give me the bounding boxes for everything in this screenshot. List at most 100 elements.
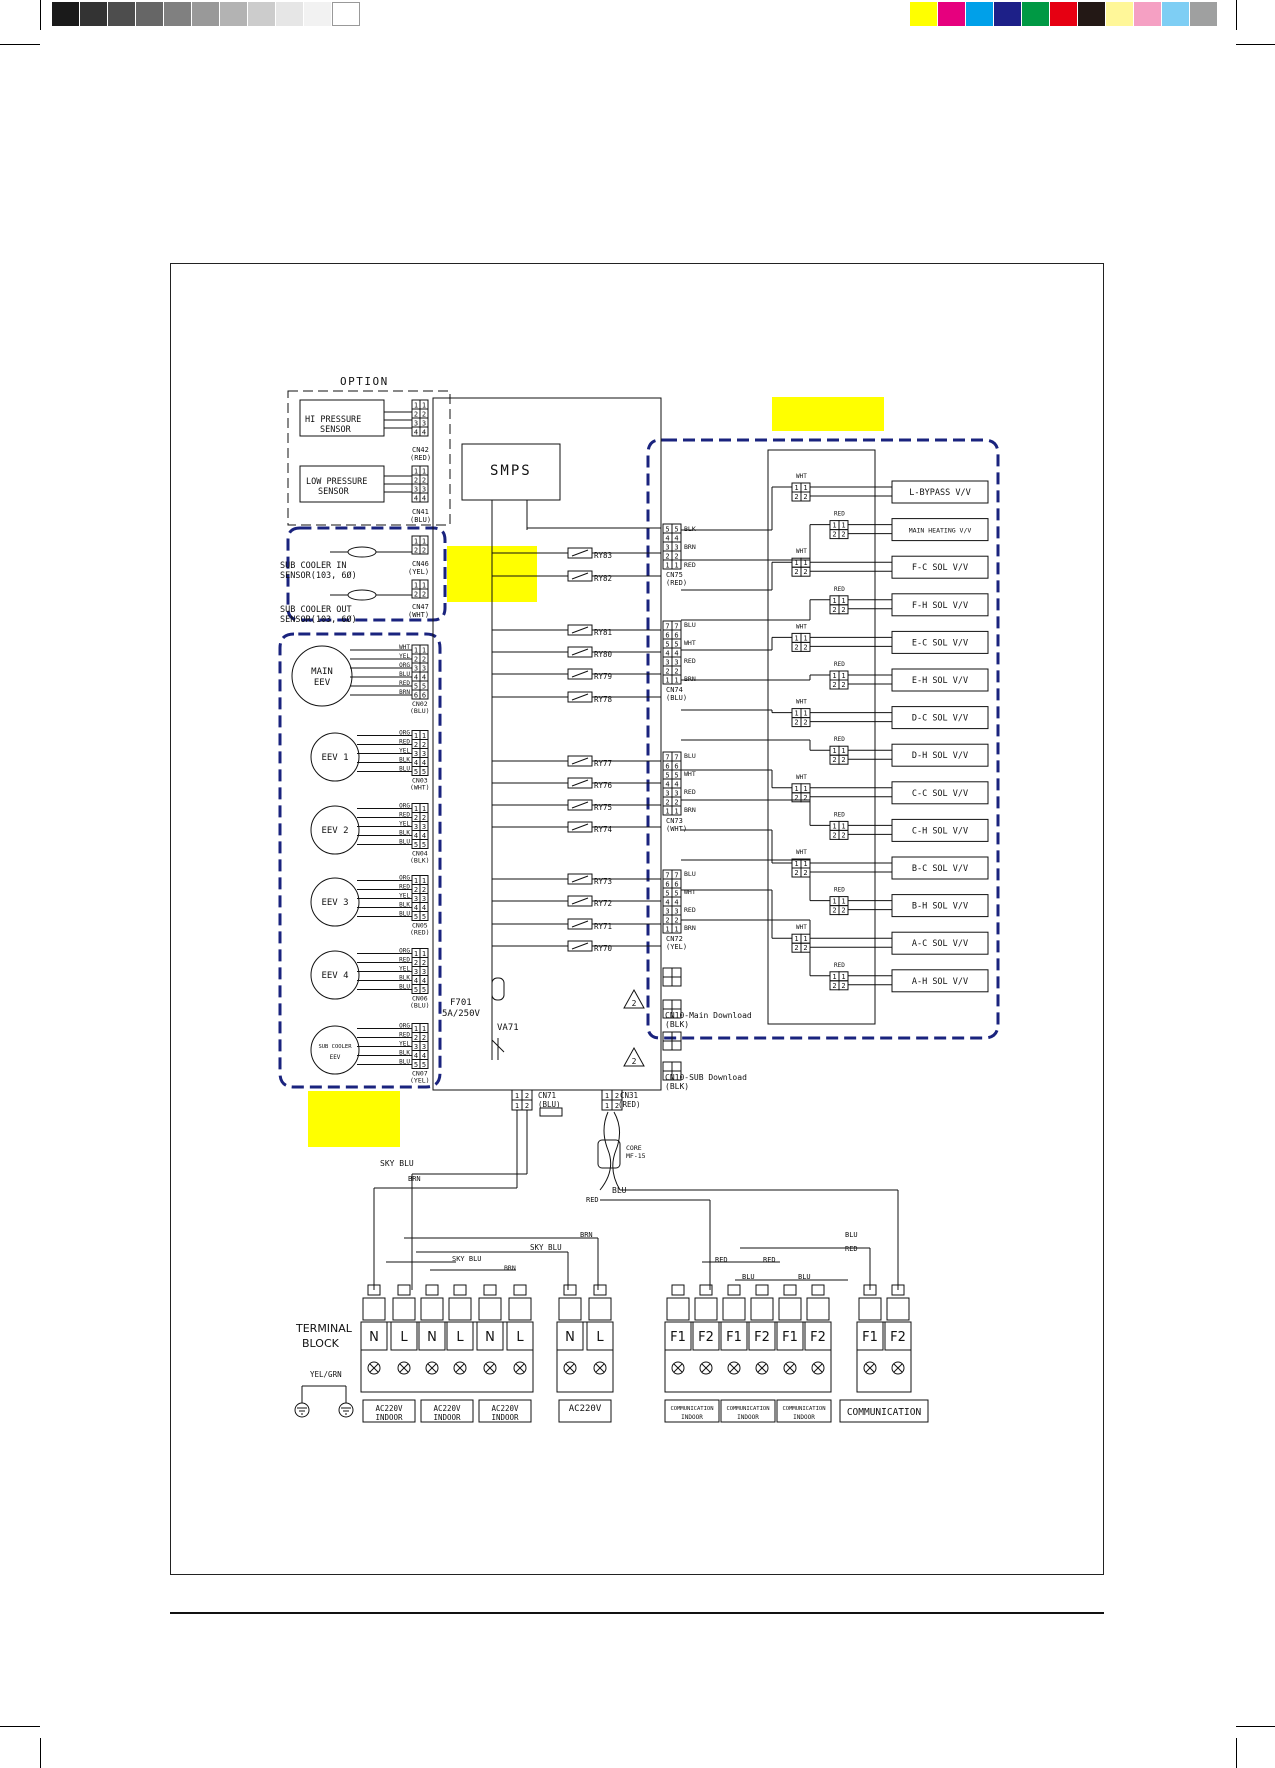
valve-plug-color: WHT xyxy=(796,623,807,630)
eev-name: MAIN xyxy=(311,667,333,677)
wire-color-label: BLU xyxy=(399,766,410,773)
valve-plug-color: WHT xyxy=(796,849,807,856)
valve-plug-color: WHT xyxy=(796,699,807,706)
gray-swatch xyxy=(220,2,248,26)
wire-color-label: YEL xyxy=(399,821,410,828)
screw-slot xyxy=(399,1363,409,1373)
pin-number: 5 xyxy=(422,986,426,994)
eev-name-2: EEV xyxy=(330,1054,341,1061)
smps-block xyxy=(461,443,561,501)
terminal-letter: N xyxy=(485,1330,495,1345)
eev-motor-icon xyxy=(310,1025,360,1075)
wire-color-label: WHT xyxy=(684,888,696,896)
terminal-screw-icon xyxy=(755,1361,769,1375)
pin-number: 1 xyxy=(841,597,845,605)
valve-label-box xyxy=(891,518,989,542)
power-label-2: INDOOR xyxy=(375,1413,403,1422)
terminal-screw-housing xyxy=(666,1297,690,1321)
pin-number: 5 xyxy=(665,772,669,780)
low-pressure-line1: LOW PRESSURE xyxy=(306,477,367,487)
diagram-frame xyxy=(170,263,1104,1575)
pin-number: 2 xyxy=(422,591,426,599)
pin-number: 1 xyxy=(794,710,798,718)
smps-label: SMPS xyxy=(490,463,532,479)
pin-number: 1 xyxy=(605,1102,609,1110)
pin-number: 3 xyxy=(414,486,418,494)
power-label: AC220V xyxy=(433,1404,461,1413)
terminal-screw-housing xyxy=(806,1297,830,1321)
pin-number: 1 xyxy=(832,822,836,830)
pin-number: 5 xyxy=(422,768,426,776)
valve-label: F-C SOL V/V xyxy=(912,563,968,573)
valve-plug-color: RED xyxy=(834,736,845,743)
pin-number: 2 xyxy=(841,831,845,839)
valve-label-box xyxy=(891,894,989,918)
connector-pin xyxy=(419,426,429,437)
terminal-screw-icon xyxy=(425,1361,439,1375)
terminal-group-box xyxy=(856,1321,912,1393)
pin-number: 1 xyxy=(832,747,836,755)
eev-motor-icon xyxy=(310,877,360,927)
pin-number: 5 xyxy=(422,841,426,849)
pin-number: 4 xyxy=(674,650,678,658)
right-connector-name: CN72 xyxy=(666,935,683,943)
relay-label: RY83 xyxy=(594,551,612,560)
pin-number: 4 xyxy=(422,977,426,985)
pin-number: 4 xyxy=(414,904,418,912)
relay-switch xyxy=(571,670,589,678)
pin-number: 3 xyxy=(422,750,426,758)
crop-mark xyxy=(0,44,40,45)
valve-label-box xyxy=(891,706,989,730)
terminal-screw-icon xyxy=(513,1361,527,1375)
terminal-screw-icon xyxy=(863,1361,877,1375)
pin-number: 4 xyxy=(414,832,418,840)
pin-number: 6 xyxy=(414,692,418,700)
pin-number: 3 xyxy=(414,665,418,673)
valve-label-box xyxy=(891,480,989,504)
terminal-lug xyxy=(513,1284,527,1296)
cn71-color: (BLU) xyxy=(538,1100,561,1109)
eev-name: EEV 3 xyxy=(321,898,348,908)
wire-color-label: BLK xyxy=(399,757,410,764)
pin-number: 1 xyxy=(794,935,798,943)
comm-label: COMMUNICATION xyxy=(670,1406,713,1412)
comm-label-2: INDOOR xyxy=(793,1414,815,1421)
pin-number: 5 xyxy=(674,772,678,780)
terminal-screw-icon xyxy=(811,1361,825,1375)
valve-label: E-C SOL V/V xyxy=(912,638,968,648)
eev-connector-label: CN05 xyxy=(412,922,428,930)
terminal-lug xyxy=(593,1284,607,1296)
wire-color-label: RED xyxy=(399,1032,410,1039)
eev-motor-icon xyxy=(310,950,360,1000)
pin-number: 1 xyxy=(422,468,426,476)
terminal-letter: L xyxy=(516,1330,524,1345)
wire-label-brn-2: BRN xyxy=(580,1231,593,1239)
color-swatch xyxy=(1022,2,1050,26)
ferrite-line1: CORE xyxy=(626,1144,642,1152)
wire-color-label: BLU xyxy=(684,621,696,629)
relay-switch xyxy=(571,549,589,557)
terminal-label-box xyxy=(558,1399,612,1423)
pin-number: 4 xyxy=(422,832,426,840)
color-swatch xyxy=(1078,2,1106,26)
pin-number: 6 xyxy=(665,763,669,771)
terminal-group-box xyxy=(360,1321,534,1393)
wire-color-label: WHT xyxy=(684,770,696,778)
terminal-screw-housing xyxy=(588,1297,612,1321)
valve-label: L-BYPASS V/V xyxy=(909,488,970,498)
pin-number: 1 xyxy=(414,468,418,476)
comm-label: COMMUNICATION xyxy=(782,1406,825,1412)
pin-number: 3 xyxy=(665,544,669,552)
pin-number: 3 xyxy=(414,968,418,976)
wire-color-label: BLU xyxy=(399,911,410,918)
connector-pin xyxy=(671,559,682,570)
valve-label-box xyxy=(891,781,989,805)
pin-number: 3 xyxy=(414,823,418,831)
crop-mark xyxy=(40,1738,41,1768)
color-swatch xyxy=(1050,2,1078,26)
gray-swatch xyxy=(164,2,192,26)
relay-switch xyxy=(571,897,589,905)
pin-number: 2 xyxy=(841,982,845,990)
wire-label-sky-blu-3: SKY BLU xyxy=(452,1255,482,1263)
cn42-color: (RED) xyxy=(410,454,431,462)
